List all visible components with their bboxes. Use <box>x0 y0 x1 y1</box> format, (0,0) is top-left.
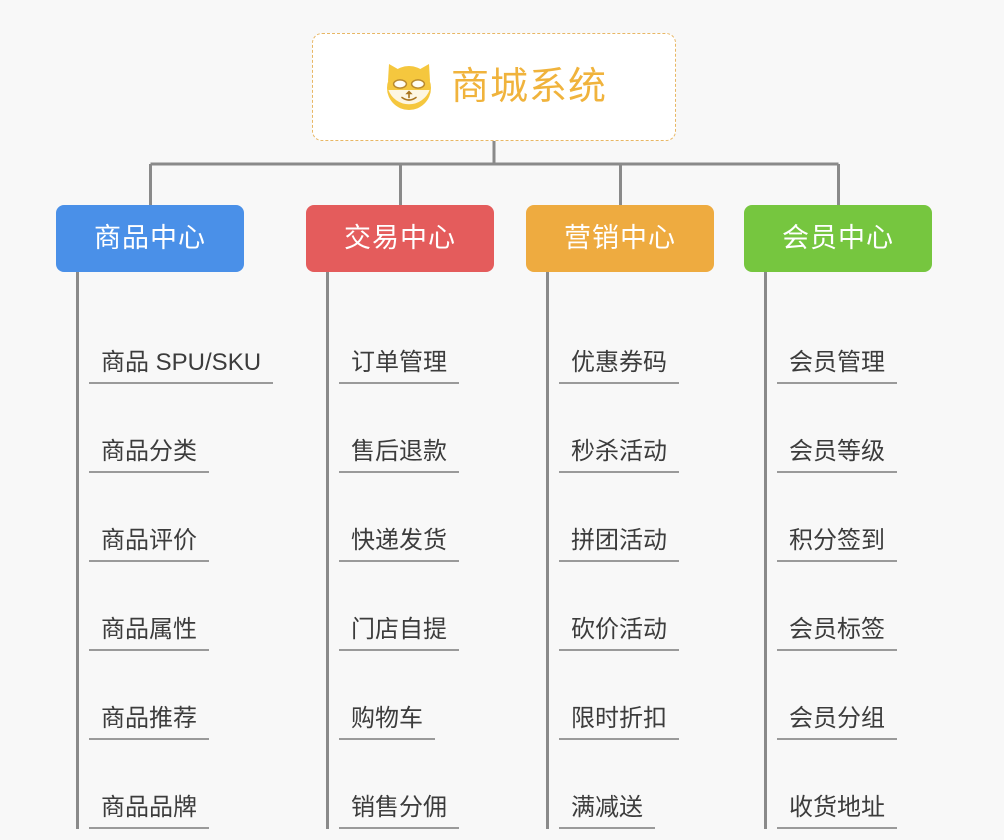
leaf-list-member: 会员管理 会员等级 积分签到 会员标签 会员分组 收货地址 <box>764 272 932 829</box>
leaf-list-trade: 订单管理 售后退款 快递发货 门店自提 购物车 销售分佣 <box>326 272 494 829</box>
list-item[interactable]: 商品评价 <box>79 473 273 562</box>
list-item[interactable]: 积分签到 <box>767 473 932 562</box>
category-header-trade[interactable]: 交易中心 <box>306 205 494 272</box>
list-item[interactable]: 快递发货 <box>329 473 494 562</box>
list-item[interactable]: 商品品牌 <box>79 740 273 829</box>
list-item-label: 限时折扣 <box>571 704 667 732</box>
list-item[interactable]: 商品分类 <box>79 384 273 473</box>
list-item[interactable]: 会员等级 <box>767 384 932 473</box>
list-item-label: 商品分类 <box>101 437 197 465</box>
list-item-label: 商品评价 <box>101 526 197 554</box>
list-item[interactable]: 商品推荐 <box>79 651 273 740</box>
list-item-label: 商品推荐 <box>101 704 197 732</box>
list-item[interactable]: 限时折扣 <box>549 651 714 740</box>
list-item[interactable]: 商品 SPU/SKU <box>79 295 274 384</box>
list-item-label: 砍价活动 <box>571 615 667 643</box>
list-item-label: 会员标签 <box>789 615 885 643</box>
list-item-label: 销售分佣 <box>351 793 447 821</box>
list-item-label: 收货地址 <box>789 793 885 821</box>
root-node[interactable]: 商城系统 <box>312 33 676 141</box>
category-header-product[interactable]: 商品中心 <box>56 205 244 272</box>
category-header-label: 营销中心 <box>564 223 676 253</box>
category-header-label: 会员中心 <box>782 223 894 253</box>
leaf-list-product: 商品 SPU/SKU 商品分类 商品评价 商品属性 商品推荐 商品品牌 <box>76 272 274 829</box>
list-item[interactable]: 优惠券码 <box>549 295 714 384</box>
list-item-label: 订单管理 <box>351 348 447 376</box>
category-header-member[interactable]: 会员中心 <box>744 205 932 272</box>
column-member: 会员中心 会员管理 会员等级 积分签到 会员标签 会员分组 收货地址 <box>744 205 932 829</box>
category-header-label: 商品中心 <box>94 223 206 253</box>
list-item[interactable]: 会员标签 <box>767 562 932 651</box>
list-item[interactable]: 收货地址 <box>767 740 932 829</box>
list-item-label: 满减送 <box>571 793 643 821</box>
list-item-label: 商品 SPU/SKU <box>101 348 262 376</box>
list-item[interactable]: 满减送 <box>549 740 714 829</box>
list-item-label: 售后退款 <box>351 437 447 465</box>
list-item[interactable]: 商品属性 <box>79 562 273 651</box>
list-item-label: 拼团活动 <box>571 526 667 554</box>
list-item[interactable]: 销售分佣 <box>329 740 494 829</box>
list-item-label: 积分签到 <box>789 526 885 554</box>
list-item[interactable]: 售后退款 <box>329 384 494 473</box>
list-item-label: 会员分组 <box>789 704 885 732</box>
list-item[interactable]: 砍价活动 <box>549 562 714 651</box>
root-title: 商城系统 <box>450 66 607 108</box>
list-item-label: 商品属性 <box>101 615 197 643</box>
list-item[interactable]: 购物车 <box>329 651 494 740</box>
list-item[interactable]: 会员分组 <box>767 651 932 740</box>
category-header-label: 交易中心 <box>344 223 456 253</box>
list-item[interactable]: 门店自提 <box>329 562 494 651</box>
list-item[interactable]: 秒杀活动 <box>549 384 714 473</box>
column-marketing: 营销中心 优惠券码 秒杀活动 拼团活动 砍价活动 限时折扣 满减送 <box>526 205 714 829</box>
column-trade: 交易中心 订单管理 售后退款 快递发货 门店自提 购物车 销售分佣 <box>306 205 494 829</box>
list-item[interactable]: 拼团活动 <box>549 473 714 562</box>
list-item-label: 优惠券码 <box>571 348 667 376</box>
leaf-list-marketing: 优惠券码 秒杀活动 拼团活动 砍价活动 限时折扣 满减送 <box>546 272 714 829</box>
list-item-label: 会员等级 <box>789 437 885 465</box>
list-item-label: 商品品牌 <box>101 793 197 821</box>
shiba-dog-icon <box>386 64 431 110</box>
list-item-label: 购物车 <box>351 704 423 732</box>
list-item[interactable]: 会员管理 <box>767 295 932 384</box>
list-item-label: 秒杀活动 <box>571 437 667 465</box>
column-product: 商品中心 商品 SPU/SKU 商品分类 商品评价 商品属性 商品推荐 商品品牌 <box>56 205 274 829</box>
list-item[interactable]: 订单管理 <box>329 295 494 384</box>
list-item-label: 会员管理 <box>789 348 885 376</box>
list-item-label: 快递发货 <box>351 526 447 554</box>
list-item-label: 门店自提 <box>351 615 447 643</box>
category-header-marketing[interactable]: 营销中心 <box>526 205 714 272</box>
